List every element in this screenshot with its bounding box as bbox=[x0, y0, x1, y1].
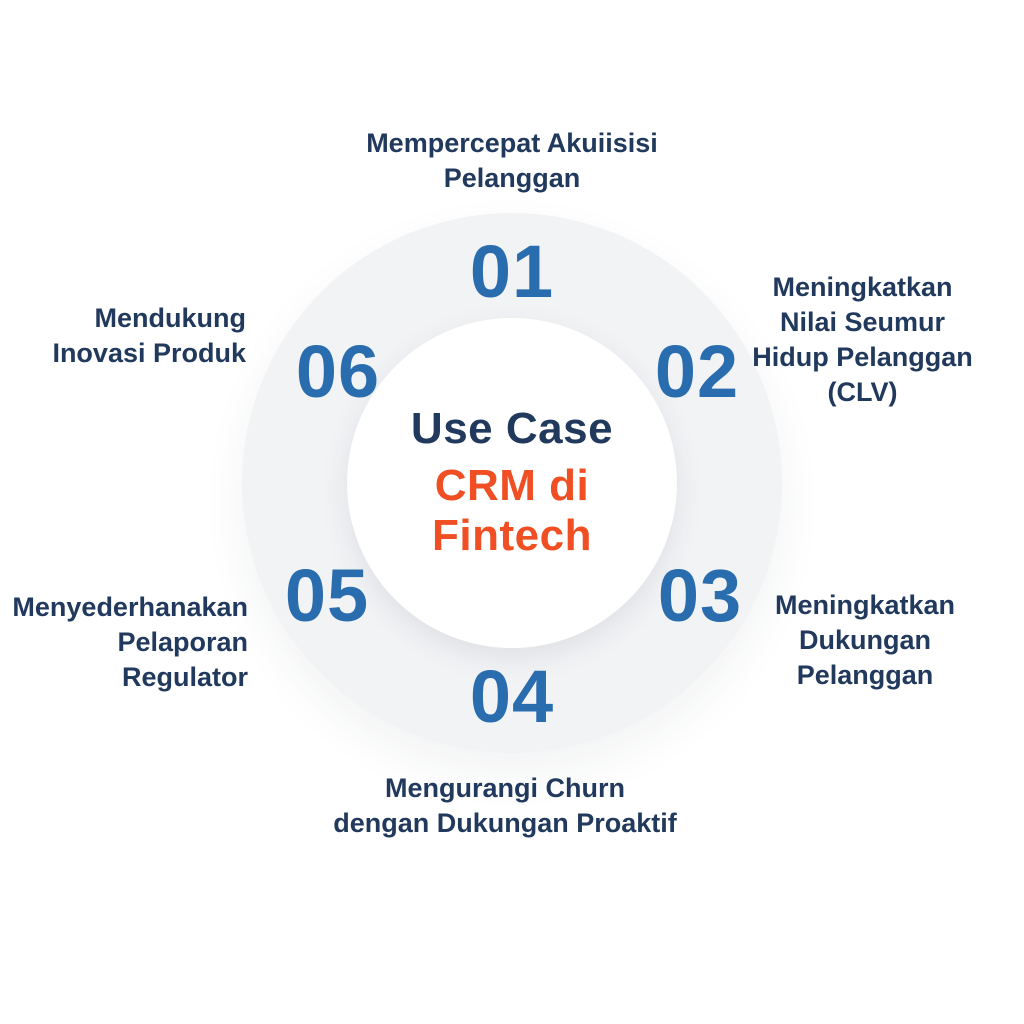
step-label-03: Meningkatkan Dukungan Pelanggan bbox=[774, 590, 956, 691]
center-title: Use Case bbox=[410, 404, 614, 454]
step-number-01: 01 bbox=[469, 230, 555, 313]
donut-ring: Use Case CRM di Fintech bbox=[242, 213, 782, 753]
step-label-04: Mengurangi Churn dengan Dukungan Proakti… bbox=[333, 773, 677, 839]
step-number-06: 06 bbox=[295, 330, 381, 413]
step-label-02: Meningkatkan Nilai Seumur Hidup Pelangga… bbox=[752, 272, 973, 408]
step-label-05: Menyederhanakan Pelaporan Regulator bbox=[12, 592, 248, 693]
center-subtitle: CRM di Fintech bbox=[432, 460, 592, 561]
step-label-06: Mendukung Inovasi Produk bbox=[52, 303, 246, 369]
center-circle: Use Case CRM di Fintech bbox=[347, 318, 677, 648]
step-number-04: 04 bbox=[469, 655, 555, 738]
step-number-05: 05 bbox=[284, 554, 370, 637]
step-label-01: Mempercepat Akuiisisi Pelanggan bbox=[366, 128, 658, 194]
step-number-03: 03 bbox=[657, 554, 743, 637]
step-number-02: 02 bbox=[654, 330, 740, 413]
